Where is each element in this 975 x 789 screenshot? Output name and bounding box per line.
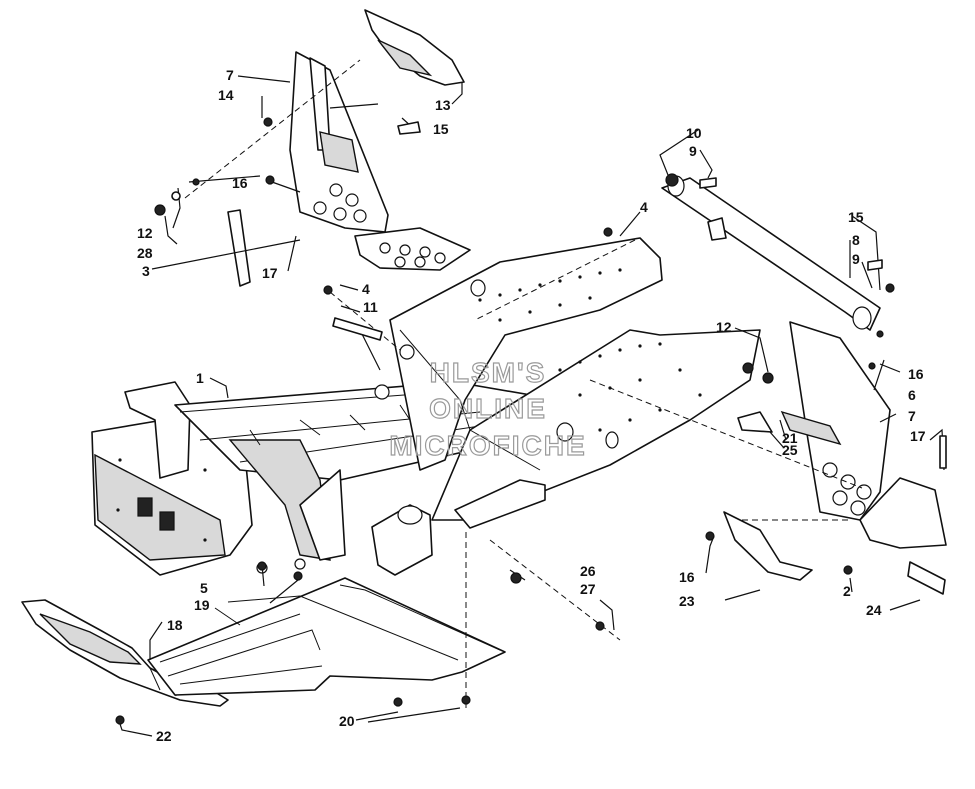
callout-25: 25 [782, 442, 798, 458]
callout-6: 6 [908, 387, 916, 403]
callout-7: 7 [226, 67, 234, 83]
callout-5: 5 [200, 580, 208, 596]
callout-16: 16 [232, 175, 248, 191]
watermark-line-2: ONLINE [429, 393, 547, 424]
callout-12-right: 12 [716, 319, 732, 335]
main-chassis [91, 237, 761, 576]
callout-20: 20 [339, 713, 355, 729]
leader-lines [117, 59, 945, 737]
callout-21: 21 [782, 430, 798, 446]
callout-15: 15 [433, 121, 449, 137]
callout-16-right: 16 [908, 366, 924, 382]
callout-27: 27 [580, 581, 596, 597]
watermark-line-1: HLSM'S [430, 357, 547, 388]
callout-19: 19 [194, 597, 210, 613]
callout-8: 8 [852, 232, 860, 248]
callout-12: 12 [137, 225, 153, 241]
callout-labels: 7 14 13 15 16 12 28 3 17 4 11 1 10 9 4 1… [137, 67, 926, 744]
chassis-rivets [116, 268, 702, 542]
callout-18: 18 [167, 617, 183, 633]
watermark-line-3: MICROFICHE [389, 430, 586, 461]
callout-17-right: 17 [910, 428, 926, 444]
callout-26: 26 [580, 563, 596, 579]
callout-1: 1 [196, 370, 204, 386]
callout-13: 13 [435, 97, 451, 113]
hardware [115, 117, 947, 725]
callout-10: 10 [686, 125, 702, 141]
right-bulkhead-support [661, 175, 947, 595]
callout-16-lower: 16 [679, 569, 695, 585]
callout-24: 24 [866, 602, 882, 618]
callout-15-right: 15 [848, 209, 864, 225]
callout-28: 28 [137, 245, 153, 261]
watermark: HLSM'S ONLINE MICROFICHE [389, 356, 586, 461]
callout-7-right: 7 [908, 408, 916, 424]
callout-2: 2 [843, 583, 851, 599]
floor-pan [147, 577, 506, 696]
callout-9: 9 [689, 143, 697, 159]
callout-9-right: 9 [852, 251, 860, 267]
callout-14: 14 [218, 87, 234, 103]
callout-23: 23 [679, 593, 695, 609]
callout-3: 3 [142, 263, 150, 279]
callout-11: 11 [363, 299, 378, 315]
callout-22: 22 [156, 728, 172, 744]
callout-4-right: 4 [640, 199, 648, 215]
callout-17: 17 [262, 265, 278, 281]
left-bulkhead-support [227, 9, 471, 287]
callout-4: 4 [362, 281, 370, 297]
